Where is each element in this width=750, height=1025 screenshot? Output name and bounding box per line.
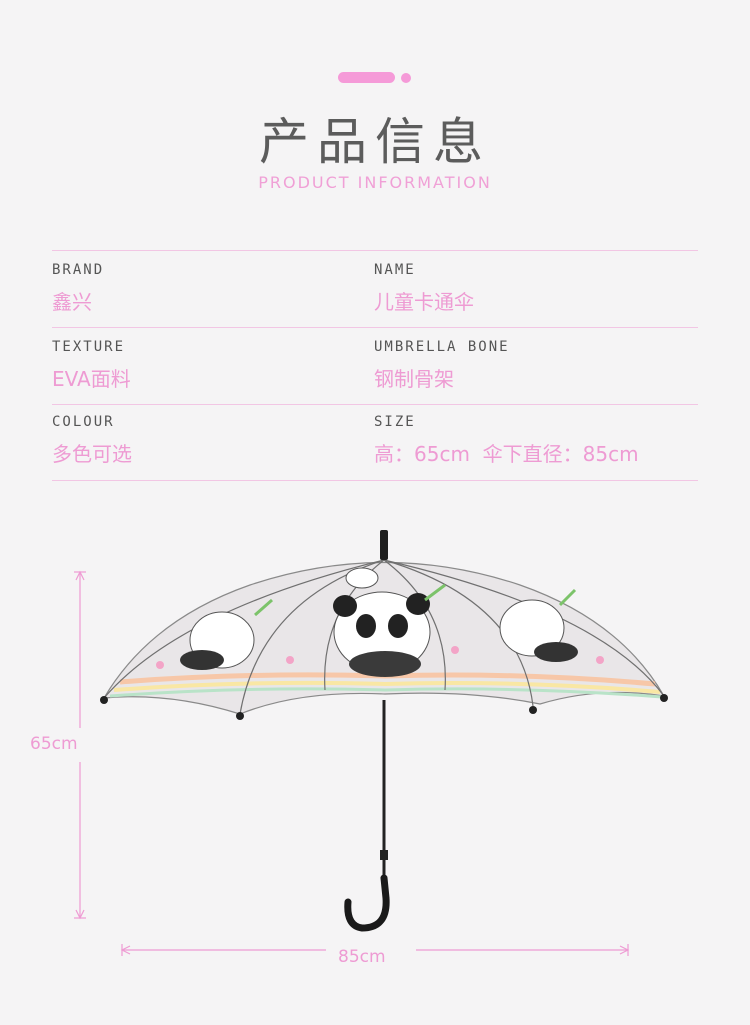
bone-value: 钢制骨架 xyxy=(374,367,454,391)
texture-value: EVA面料 xyxy=(52,367,131,391)
name-value: 儿童卡通伞 xyxy=(374,290,474,314)
colour-value: 多色可选 xyxy=(52,442,132,466)
height-dimension-line xyxy=(74,570,86,920)
panda-print xyxy=(156,567,604,677)
texture-label: TEXTURE xyxy=(52,339,126,355)
brand-value: 鑫兴 xyxy=(52,290,92,314)
colour-label: COLOUR xyxy=(52,414,115,430)
umbrella-handle xyxy=(344,874,390,932)
size-cell: SIZE 高：65cm 伞下直径：85cm xyxy=(374,414,698,467)
page-title: 产品信息 xyxy=(259,113,491,171)
divider xyxy=(52,480,698,481)
umbrella-canopy xyxy=(100,559,668,720)
colour-cell: COLOUR 多色可选 xyxy=(52,414,372,467)
title-decoration xyxy=(338,72,418,84)
umbrella-tip xyxy=(380,530,388,560)
decoration-dot xyxy=(401,73,411,83)
width-dimension-line xyxy=(120,944,630,956)
width-dimension-label: 85cm xyxy=(338,947,386,967)
texture-cell: TEXTURE EVA面料 xyxy=(52,339,372,392)
height-dimension-label: 65cm xyxy=(30,734,78,754)
name-label: NAME xyxy=(374,262,416,278)
bone-label: UMBRELLA BONE xyxy=(374,339,510,355)
divider xyxy=(52,404,698,405)
divider xyxy=(52,327,698,328)
brand-cell: BRAND 鑫兴 xyxy=(52,262,372,315)
divider xyxy=(52,250,698,251)
page-subtitle: PRODUCT INFORMATION xyxy=(258,173,492,192)
name-cell: NAME 儿童卡通伞 xyxy=(374,262,694,315)
decoration-bar xyxy=(338,72,395,83)
bone-cell: UMBRELLA BONE 钢制骨架 xyxy=(374,339,694,392)
brand-label: BRAND xyxy=(52,262,105,278)
size-label: SIZE xyxy=(374,414,416,430)
size-value: 高：65cm 伞下直径：85cm xyxy=(374,442,639,466)
